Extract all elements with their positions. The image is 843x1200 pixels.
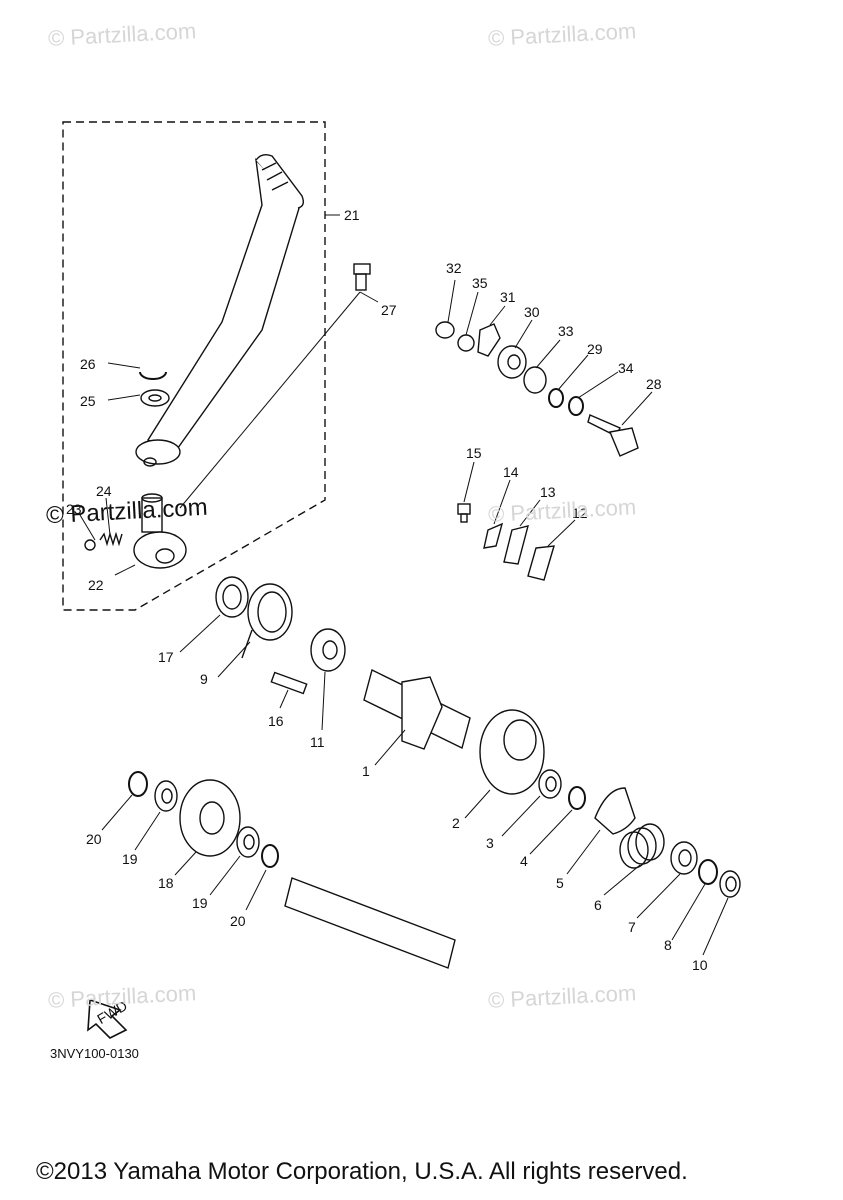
callout-17: 17 bbox=[158, 649, 174, 665]
kick-boss bbox=[133, 493, 187, 569]
callout-23: 23 bbox=[66, 501, 82, 517]
callout-14: 14 bbox=[503, 464, 519, 480]
washer bbox=[523, 366, 547, 394]
callout-34: 34 bbox=[618, 360, 634, 376]
callout-21: 21 bbox=[344, 207, 360, 223]
kick-gear bbox=[479, 709, 545, 795]
washer bbox=[236, 826, 260, 858]
callout-16: 16 bbox=[268, 713, 284, 729]
torsion-spring bbox=[241, 583, 293, 659]
callout-6: 6 bbox=[594, 897, 602, 913]
ratchet-wheel bbox=[594, 787, 636, 835]
washer bbox=[140, 389, 170, 407]
circlip bbox=[698, 859, 718, 885]
callout-20b: 20 bbox=[230, 913, 246, 929]
dowel-pin bbox=[270, 671, 308, 695]
bearing bbox=[497, 345, 527, 379]
callout-15: 15 bbox=[466, 445, 482, 461]
callout-27: 27 bbox=[381, 302, 397, 318]
callout-7: 7 bbox=[628, 919, 636, 935]
callout-12: 12 bbox=[572, 505, 588, 521]
nut bbox=[435, 321, 455, 339]
ball bbox=[84, 539, 96, 551]
circlip bbox=[568, 786, 586, 810]
callout-25: 25 bbox=[80, 393, 96, 409]
kick-shaft-lever bbox=[587, 414, 639, 457]
compression-spring bbox=[619, 823, 665, 869]
callout-35: 35 bbox=[472, 275, 488, 291]
spring bbox=[99, 531, 123, 547]
callout-8: 8 bbox=[664, 937, 672, 953]
callout-4: 4 bbox=[520, 853, 528, 869]
kick-crank-arm bbox=[135, 153, 305, 467]
callout-19a: 19 bbox=[122, 851, 138, 867]
bolt bbox=[457, 503, 471, 523]
callout-20a: 20 bbox=[86, 831, 102, 847]
callout-9: 9 bbox=[200, 671, 208, 687]
callout-29: 29 bbox=[587, 341, 603, 357]
lever-plate bbox=[477, 323, 501, 357]
diagram-code: 3NVY100-0130 bbox=[50, 1046, 139, 1061]
callout-5: 5 bbox=[556, 875, 564, 891]
callout-1: 1 bbox=[362, 763, 370, 779]
callout-31: 31 bbox=[500, 289, 516, 305]
callout-33: 33 bbox=[558, 323, 574, 339]
callout-19b: 19 bbox=[192, 895, 208, 911]
guide-plate bbox=[503, 525, 529, 565]
callout-24: 24 bbox=[96, 483, 112, 499]
spacer bbox=[310, 628, 346, 672]
washer bbox=[457, 334, 475, 352]
circlip bbox=[139, 371, 167, 380]
washer bbox=[538, 769, 562, 799]
circlip bbox=[548, 388, 564, 408]
washer bbox=[670, 841, 698, 875]
callout-30: 30 bbox=[524, 304, 540, 320]
callout-18: 18 bbox=[158, 875, 174, 891]
bolt bbox=[353, 263, 371, 291]
circlip bbox=[128, 771, 148, 797]
kick-axle bbox=[363, 668, 471, 750]
callout-10: 10 bbox=[692, 957, 708, 973]
callout-11: 11 bbox=[310, 734, 325, 750]
callout-2: 2 bbox=[452, 815, 460, 831]
callout-13: 13 bbox=[540, 484, 556, 500]
callout-28: 28 bbox=[646, 376, 662, 392]
callout-32: 32 bbox=[446, 260, 462, 276]
main-shaft bbox=[284, 877, 456, 969]
idler-gear bbox=[179, 779, 241, 857]
plate bbox=[483, 522, 504, 549]
oil-seal bbox=[215, 576, 249, 618]
circlip bbox=[261, 844, 279, 868]
callout-22: 22 bbox=[88, 577, 104, 593]
washer bbox=[154, 780, 178, 812]
washer bbox=[719, 870, 741, 898]
callout-26: 26 bbox=[80, 356, 96, 372]
copyright-notice: ©2013 Yamaha Motor Corporation, U.S.A. A… bbox=[36, 1158, 688, 1185]
callout-3: 3 bbox=[486, 835, 494, 851]
stopper-plate bbox=[527, 545, 555, 581]
circlip bbox=[568, 396, 584, 416]
